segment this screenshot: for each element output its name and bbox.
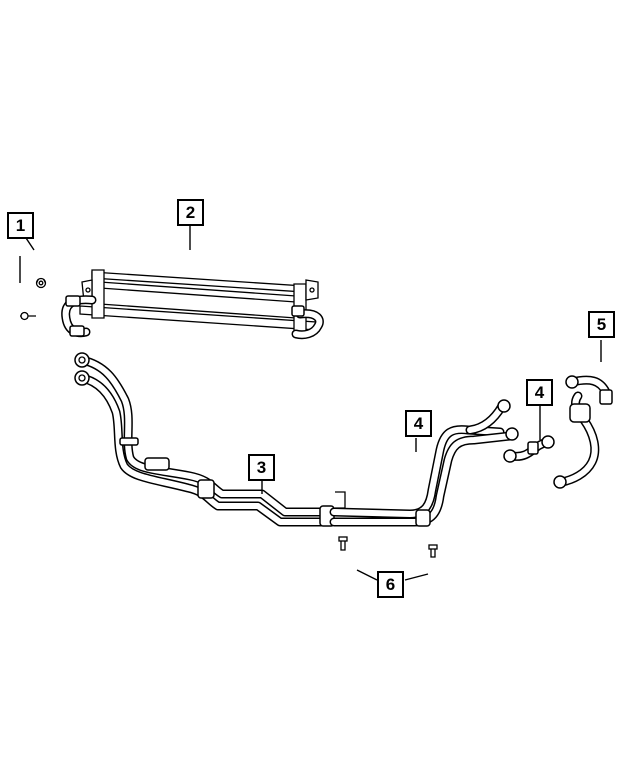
callout-6-label: 6 xyxy=(386,575,395,594)
part-5-hose-assembly xyxy=(553,375,613,489)
callout-5: 5 xyxy=(588,311,615,338)
callout-4-short: 4 xyxy=(526,379,553,406)
part-3-cooler-lines xyxy=(74,352,346,527)
callout-4-main-label: 4 xyxy=(414,414,424,433)
callout-4-main: 4 xyxy=(405,410,432,437)
callout-3: 3 xyxy=(248,454,275,481)
callout-2: 2 xyxy=(177,199,204,226)
callout-3-label: 3 xyxy=(257,458,266,477)
bolt-left xyxy=(338,536,348,551)
part-6-bolts xyxy=(338,536,438,558)
part-1-fasteners xyxy=(20,277,47,321)
callout-4-short-label: 4 xyxy=(535,383,545,402)
callout-6: 6 xyxy=(377,571,404,598)
part-4-short-line xyxy=(503,435,555,463)
callout-1: 1 xyxy=(7,212,34,239)
part-4-cooler-lines xyxy=(329,399,519,527)
part-2-oil-cooler xyxy=(61,269,324,340)
callout-2-label: 2 xyxy=(186,203,195,222)
callout-1-label: 1 xyxy=(16,216,25,235)
callout-5-label: 5 xyxy=(597,315,606,334)
screw-fastener xyxy=(20,311,36,321)
leader-lines xyxy=(19,225,602,581)
nut-fastener xyxy=(35,277,47,289)
bolt-right xyxy=(428,544,438,558)
